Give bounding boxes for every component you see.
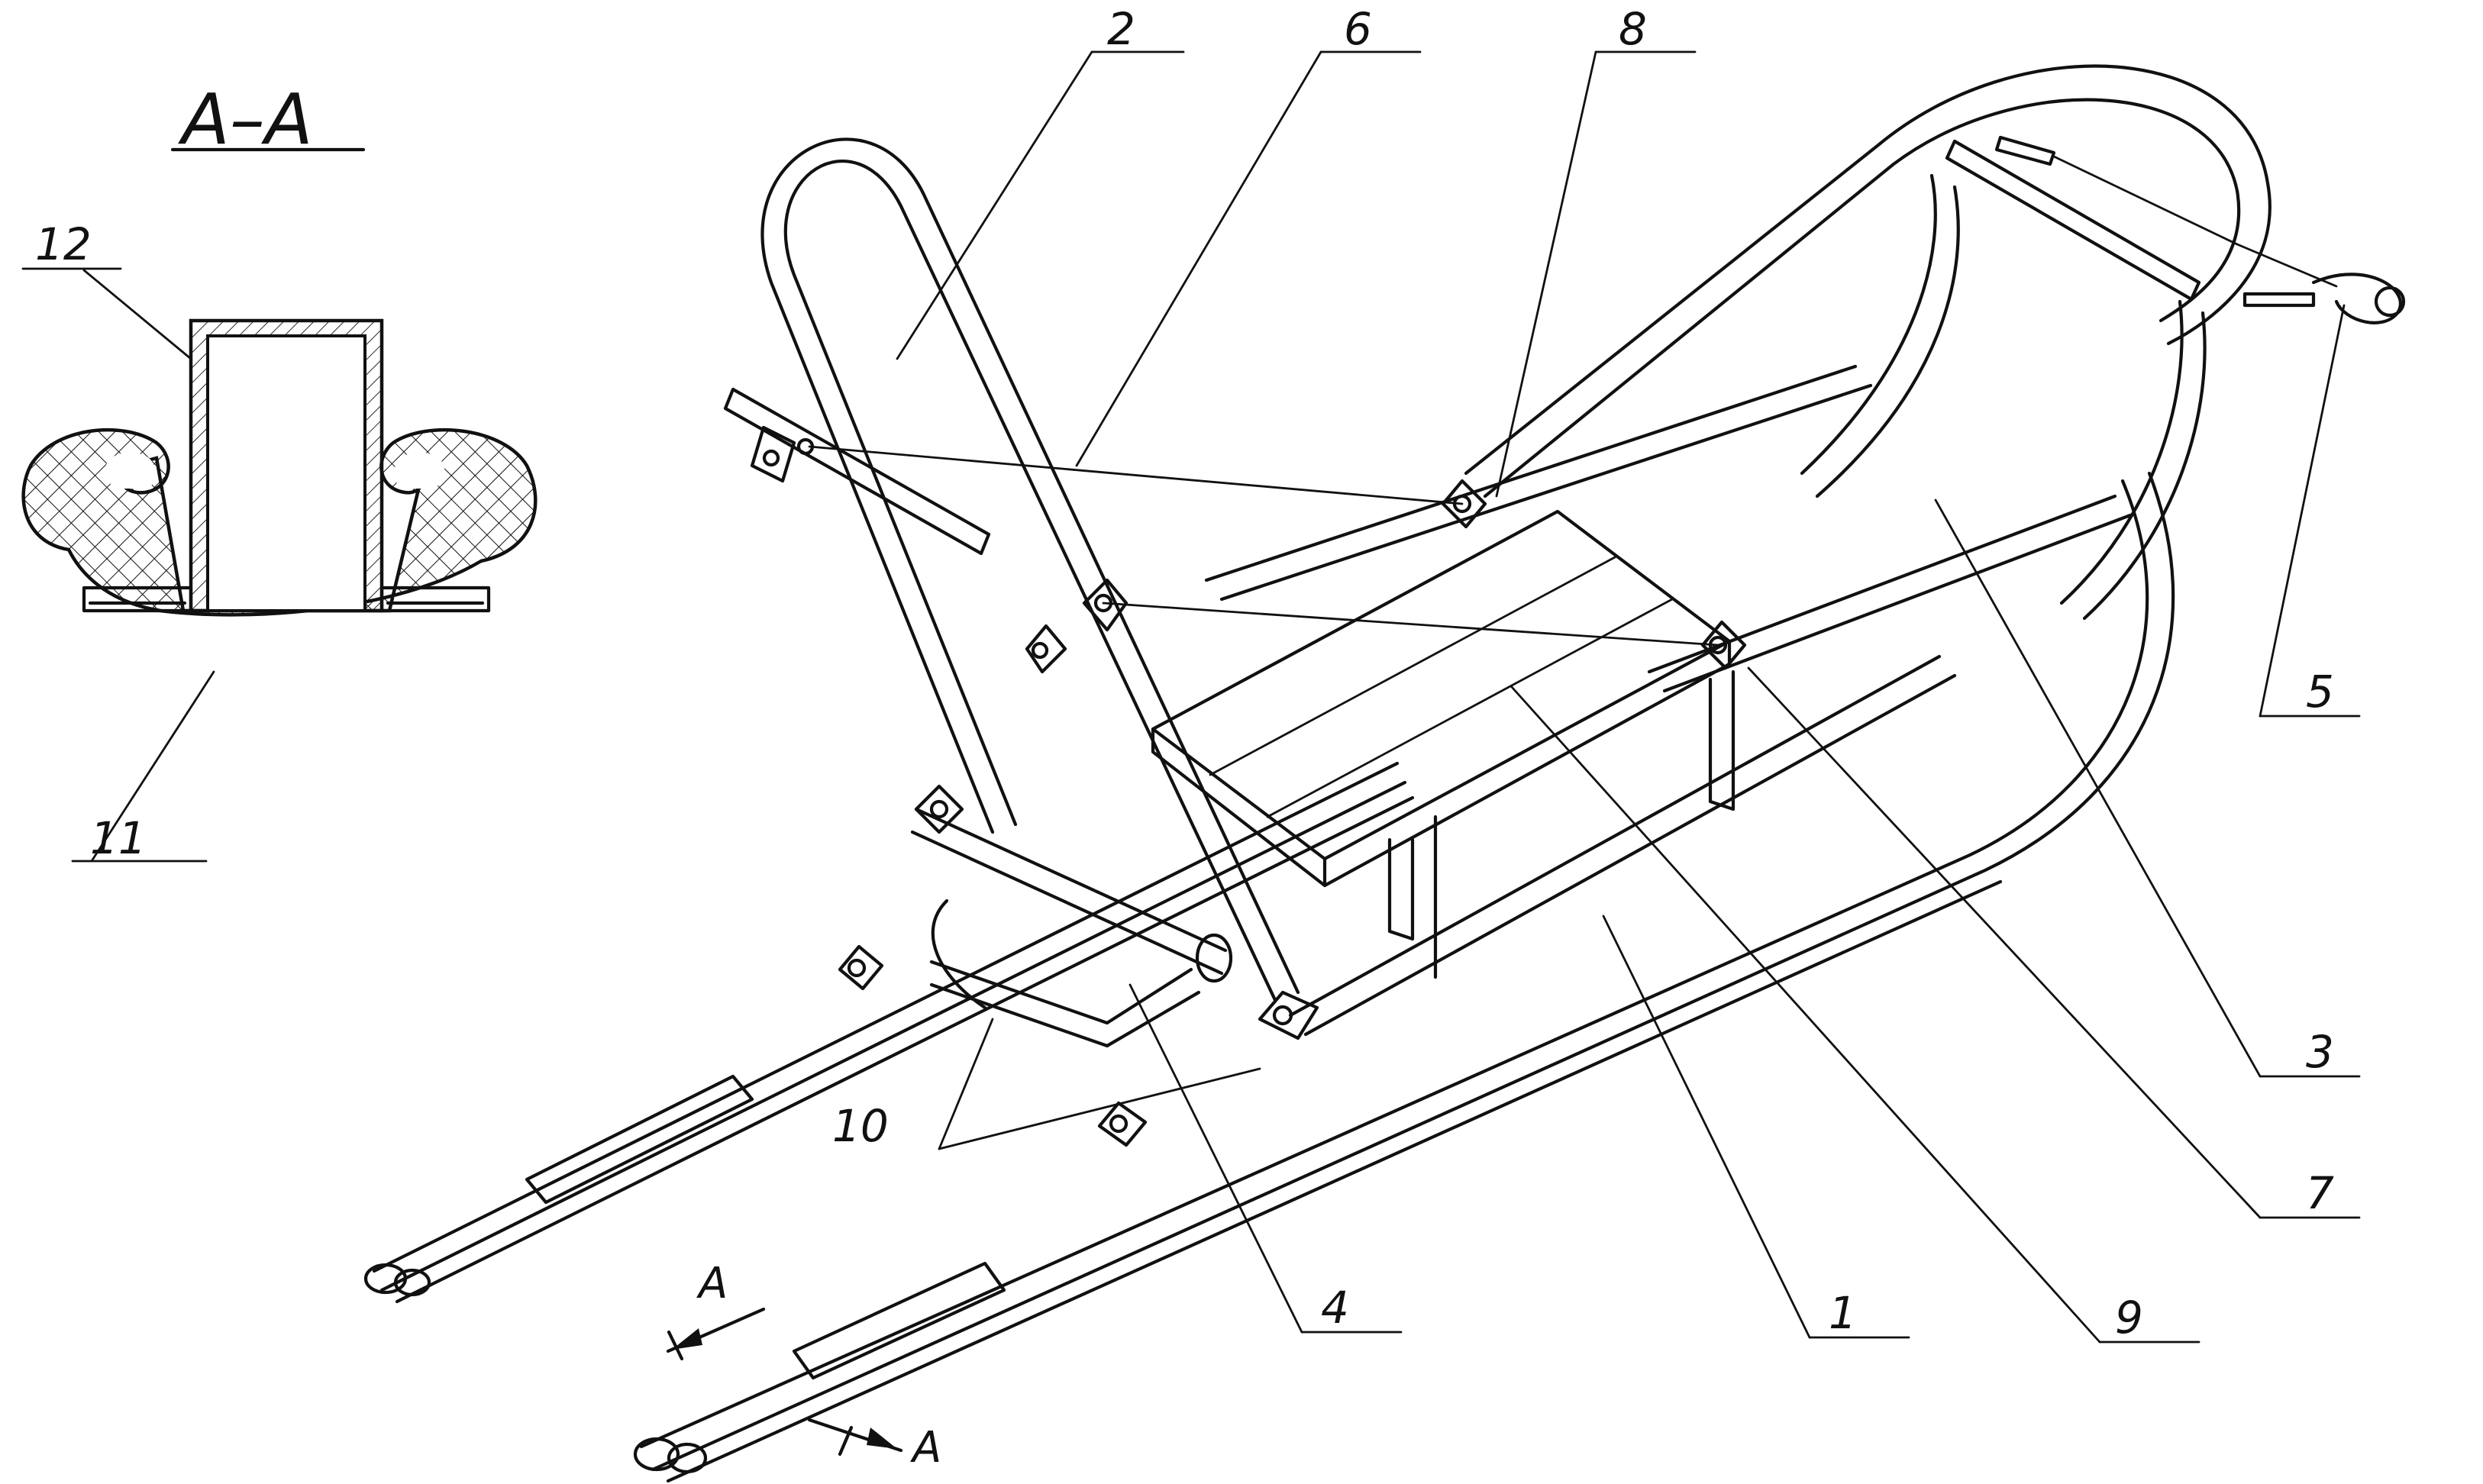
front-bow [1464, 64, 2272, 621]
section-title: A–A [178, 79, 313, 160]
leader-2 [896, 50, 1093, 360]
callout-6-label: 6 [1344, 3, 1372, 55]
brackets [838, 479, 1747, 1147]
callout-4-label: 4 [1321, 1282, 1349, 1334]
lower-linkage [910, 784, 1233, 1048]
leader-12 [82, 269, 192, 360]
section-label-upper: A [696, 1259, 728, 1308]
section-marker-upper: A [666, 1259, 766, 1361]
callout-3-label: 3 [2306, 1026, 2334, 1078]
callout-7-label: 7 [2306, 1167, 2334, 1219]
callout-10: 10 [832, 1018, 1261, 1152]
section-marker-lower: A [807, 1418, 941, 1473]
callout-8-label: 8 [1619, 3, 1647, 55]
runner-right [633, 471, 2175, 1483]
leader-5 [2259, 304, 2346, 718]
callout-8: 8 [1495, 3, 1697, 498]
callout-2: 2 [896, 3, 1185, 360]
callout-4: 4 [1128, 983, 1403, 1334]
runner-left [363, 761, 1415, 1304]
callout-12: 12 [35, 218, 92, 270]
leader-3 [1934, 498, 2262, 1078]
callout-1-label: 1 [1829, 1287, 1857, 1339]
leader-9 [1510, 686, 2101, 1344]
callout-5-label: 5 [2306, 666, 2334, 718]
cables [808, 445, 1719, 647]
leader-1 [1602, 915, 1811, 1339]
leader-10-a [938, 1018, 994, 1150]
callout-1: 1 [1602, 915, 1910, 1339]
leader-7 [1747, 666, 2262, 1219]
callout-6: 6 [1075, 3, 1422, 467]
callout-3: 3 [1934, 498, 2361, 1078]
section-arrowhead-lower [867, 1428, 897, 1449]
callout-11: 11 [90, 812, 147, 864]
section-view: A–A 12 11 [21, 79, 538, 864]
callout-10-label: 10 [832, 1100, 889, 1152]
leader-8 [1495, 50, 1597, 498]
leader-6 [1075, 50, 1322, 467]
callout-5: 5 [2259, 304, 2361, 718]
callout-9: 9 [1510, 686, 2200, 1344]
callout-2-label: 2 [1107, 3, 1135, 55]
leader-4 [1128, 983, 1303, 1334]
rear-handle-frame [723, 137, 1300, 1002]
section-arrowhead-upper [672, 1328, 702, 1350]
callout-7: 7 [1747, 666, 2361, 1219]
leader-11 [90, 670, 215, 863]
side-rails [1204, 364, 2133, 1037]
section-tick-lower [838, 1425, 854, 1457]
callout-9-label: 9 [2115, 1292, 2143, 1344]
section-tick-upper [667, 1330, 684, 1361]
channel-void [206, 334, 366, 612]
section-label-lower: A [910, 1423, 941, 1473]
leader-10-b [938, 1067, 1261, 1150]
sled-assembly [363, 64, 2406, 1483]
tow-hooks [1994, 135, 2406, 324]
seat-board [1151, 509, 1736, 979]
